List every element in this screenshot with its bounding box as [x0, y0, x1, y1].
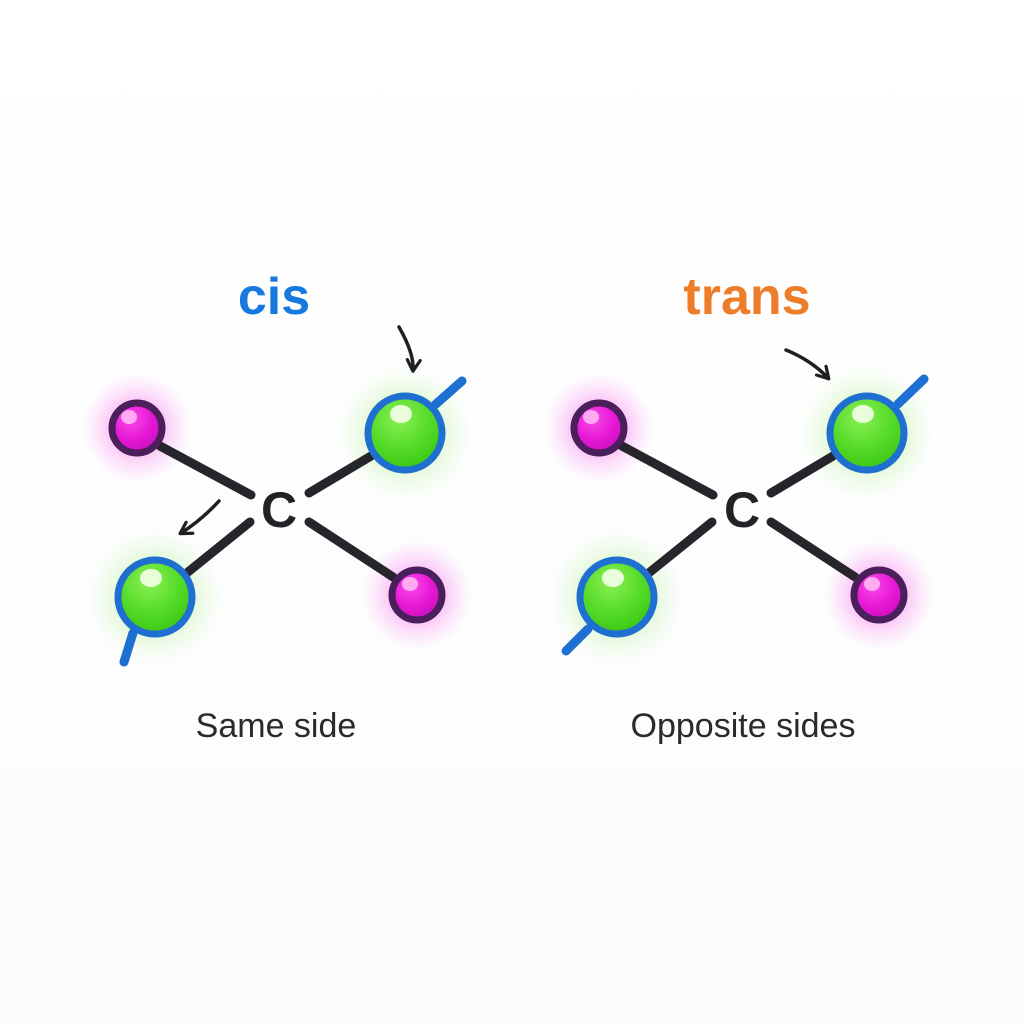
atom-green-bottom-left [114, 556, 196, 638]
trans-caption: Opposite sides [631, 707, 856, 745]
cis-title: cis [238, 268, 310, 326]
cis-panel: cis C [82, 268, 473, 745]
blue-stick [431, 376, 467, 409]
bond [617, 441, 718, 500]
carbon-label: C [261, 482, 297, 538]
curved-arrow-icon [178, 499, 221, 536]
bond [304, 451, 376, 498]
cis-caption: Same side [196, 707, 357, 745]
bond [155, 441, 256, 500]
atom-green-bottom-left [576, 556, 658, 638]
bond [183, 517, 255, 577]
bond [645, 517, 717, 577]
atom-pink-bottom-right [388, 566, 446, 624]
atom-pink-top-left [570, 399, 628, 457]
atom-green-top-right [826, 392, 908, 474]
bond [766, 451, 838, 498]
bond [304, 517, 398, 582]
trans-title: trans [683, 268, 810, 326]
curved-arrow-icon [397, 325, 422, 373]
atom-pink-bottom-right [850, 566, 908, 624]
blue-stick [561, 624, 593, 656]
atom-pink-top-left [108, 399, 166, 457]
blue-stick [119, 628, 138, 667]
carbon-label: C [724, 482, 760, 538]
curved-arrow-icon [784, 348, 831, 381]
blue-stick [893, 374, 929, 409]
bond [766, 517, 860, 582]
atom-green-top-right [364, 392, 446, 474]
trans-panel: trans C [544, 268, 935, 745]
